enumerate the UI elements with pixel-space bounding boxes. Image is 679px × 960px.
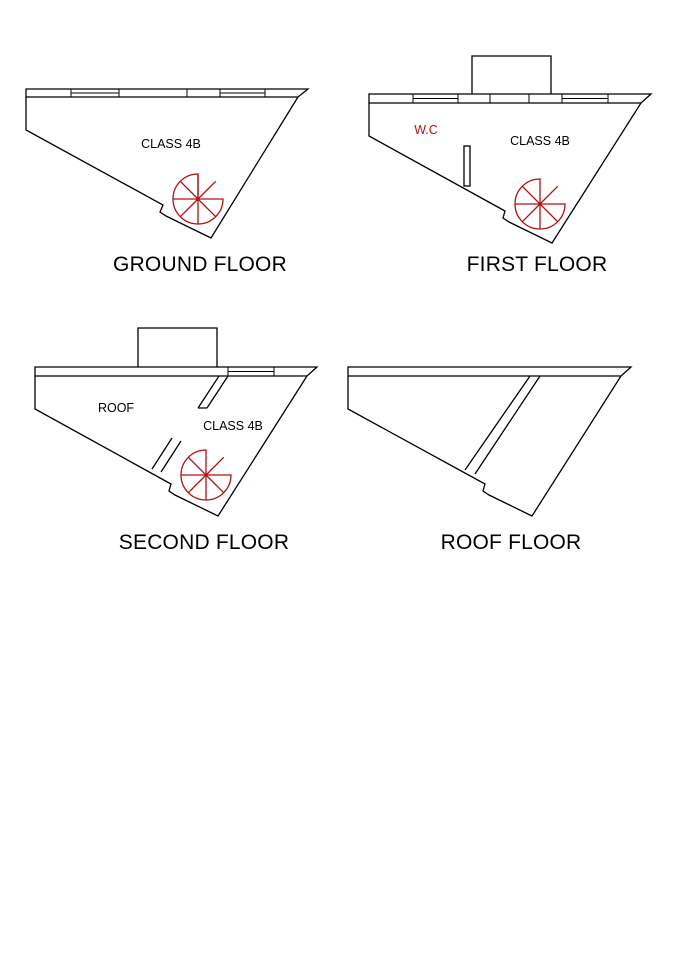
first-front-wall bbox=[368, 93, 653, 104]
second-floor-plan: ROOF CLASS 4B SECOND FLOOR bbox=[34, 327, 319, 554]
second-window bbox=[227, 366, 275, 377]
first-window-right bbox=[528, 93, 609, 104]
ground-window-right bbox=[186, 88, 266, 98]
plan-title: FIRST FLOOR bbox=[467, 253, 608, 276]
second-outline bbox=[34, 375, 308, 517]
plan-title: SECOND FLOOR bbox=[119, 531, 289, 554]
first-outline bbox=[368, 102, 642, 244]
room-label-class: CLASS 4B bbox=[203, 419, 263, 433]
spiral-staircase-icon bbox=[514, 178, 566, 230]
first-window-left bbox=[412, 93, 491, 104]
room-label-class: CLASS 4B bbox=[510, 134, 570, 148]
first-floor-plan: W.C CLASS 4B FIRST FLOOR bbox=[368, 55, 653, 276]
spiral-staircase-icon bbox=[180, 449, 232, 501]
room-label-wc: W.C bbox=[414, 123, 438, 137]
roof-partition-wall bbox=[197, 375, 229, 409]
spiral-staircase-icon bbox=[172, 173, 224, 225]
second-front-wall bbox=[34, 366, 319, 377]
plan-title: ROOF FLOOR bbox=[441, 531, 582, 554]
first-top-projection bbox=[471, 55, 552, 94]
room-label-class: CLASS 4B bbox=[141, 137, 201, 151]
ground-floor-plan: CLASS 4B GROUND FLOOR bbox=[25, 88, 310, 276]
ground-outline bbox=[25, 96, 299, 239]
ground-window-left bbox=[70, 88, 120, 98]
roof-parapet-wall bbox=[464, 375, 541, 475]
roof-outline bbox=[347, 375, 622, 517]
room-label-roof: ROOF bbox=[98, 401, 134, 415]
roof-front-wall bbox=[347, 366, 633, 377]
second-top-projection bbox=[137, 327, 218, 367]
plan-title: GROUND FLOOR bbox=[113, 253, 287, 276]
ground-front-wall bbox=[25, 88, 310, 98]
roof-partition-wall-lower bbox=[151, 437, 182, 473]
roof-floor-plan: ROOF FLOOR bbox=[347, 366, 633, 554]
wc-partition-wall bbox=[463, 145, 471, 187]
